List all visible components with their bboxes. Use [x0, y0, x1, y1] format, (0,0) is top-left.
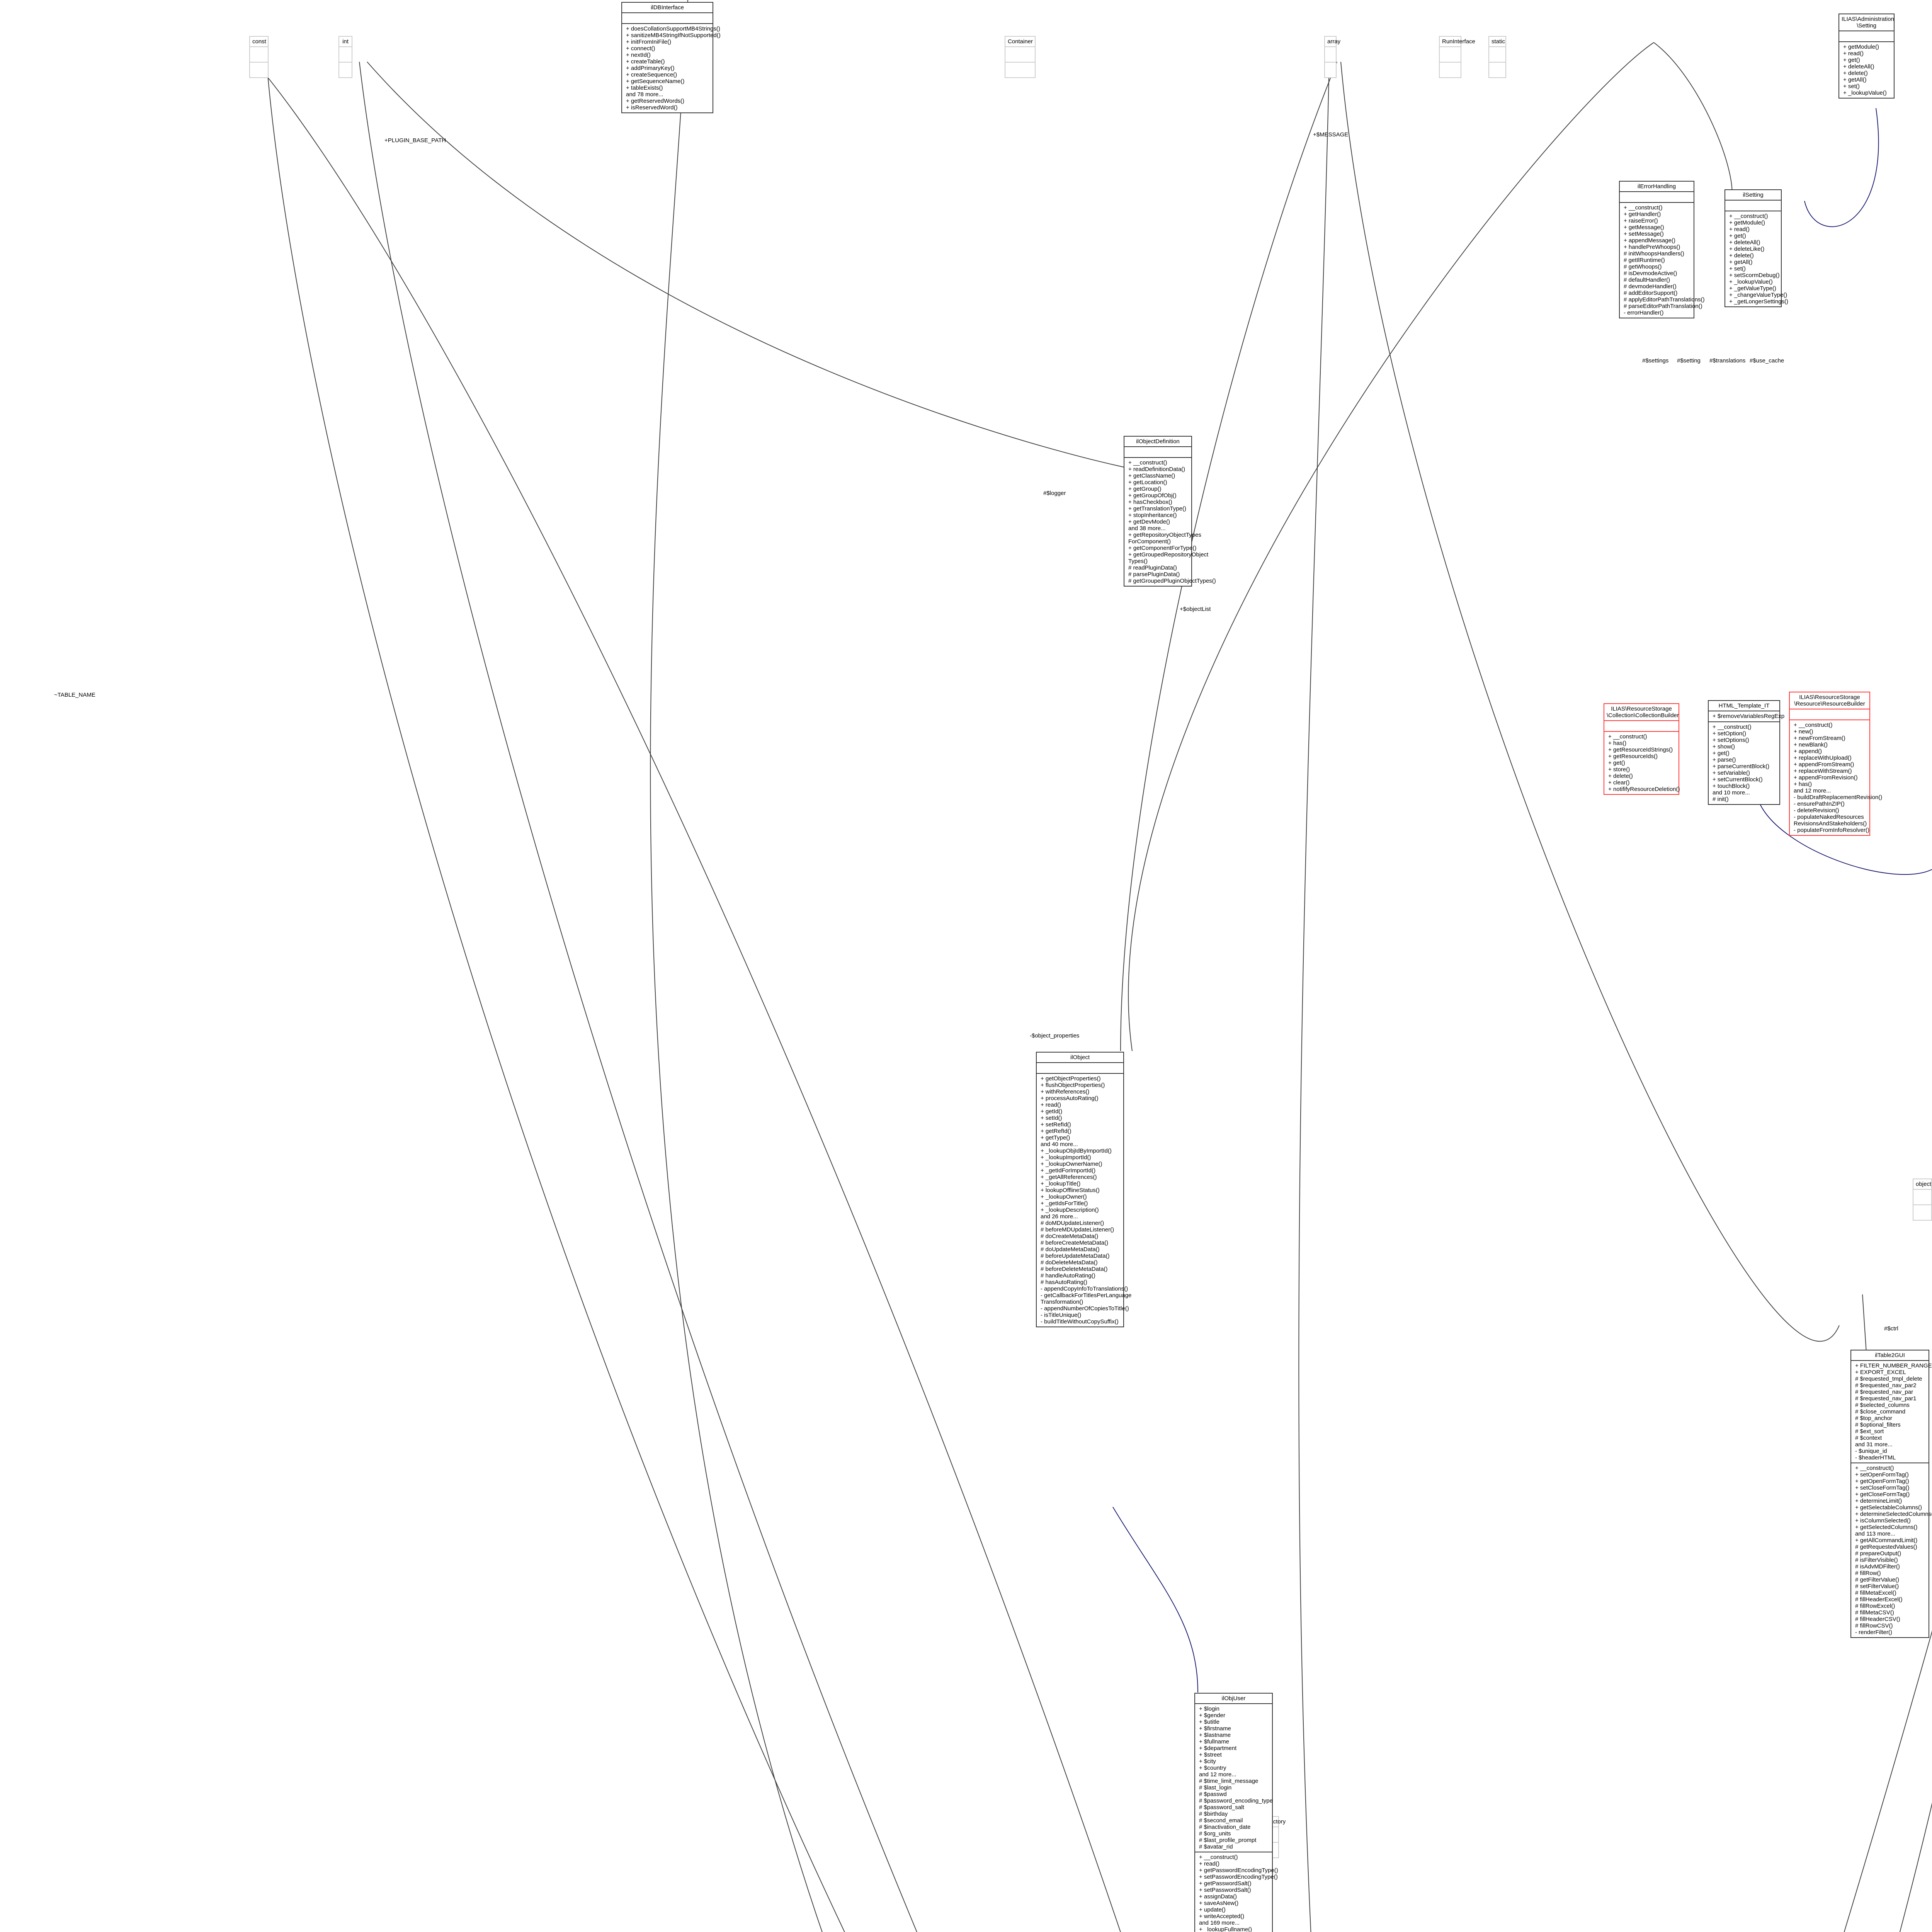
node-title: ilObject [1070, 1054, 1090, 1061]
stub-container[interactable]: Container [1005, 36, 1036, 78]
class-ilobjuser[interactable]: ilObjUser + $login + $gender + $utitle +… [1194, 1693, 1278, 1932]
class-resource-builder[interactable]: ILIAS\ResourceStorage \Resource\Resource… [1789, 692, 1882, 836]
edge-label: #$translations [1709, 357, 1746, 364]
stub-object[interactable]: object [1913, 1179, 1932, 1221]
node-attributes [1725, 200, 1781, 211]
node-methods: + __construct() + read() + getPasswordEn… [1195, 1852, 1278, 1932]
class-ilobject[interactable]: ilObject + getObjectProperties() + flush… [1036, 1052, 1131, 1327]
node-methods: + __construct() + readDefinitionData() +… [1124, 457, 1216, 586]
node-title: HTML_Template_IT [1718, 702, 1770, 709]
node-methods [339, 62, 352, 77]
node-attributes [1037, 1062, 1123, 1073]
node-attributes [1620, 191, 1694, 202]
stub-int[interactable]: int [338, 36, 352, 78]
node-attributes [622, 12, 713, 23]
node-title: ilObjectDefinition [1136, 438, 1180, 445]
node-methods: + __construct() + setOpenFormTag() + get… [1851, 1463, 1932, 1637]
edge-label: +$objectList [1180, 606, 1211, 612]
class-ilsetting[interactable]: ilSetting + __construct() + getModule() … [1725, 189, 1788, 307]
node-title: RunInterface [1442, 38, 1475, 45]
class-ilerrorhandling[interactable]: ilErrorHandling + __construct() + getHan… [1619, 181, 1705, 318]
node-attributes [1790, 709, 1869, 719]
node-title: ilDBInterface [651, 4, 684, 11]
node-attributes [1440, 46, 1461, 62]
stub-const[interactable]: const [249, 36, 269, 78]
node-methods: + doesCollationSupportMB4Strings() + san… [622, 23, 721, 112]
class-html-template-it[interactable]: HTML_Template_IT + $removeVariablesRegEx… [1708, 700, 1784, 805]
node-methods: + __construct() + setOption() + setOptio… [1709, 721, 1779, 804]
stub-static[interactable]: static [1488, 36, 1506, 78]
node-methods: + getObjectProperties() + flushObjectPro… [1037, 1073, 1131, 1327]
node-attributes [1124, 446, 1191, 457]
node-methods [1005, 62, 1035, 77]
node-title: ilTable2GUI [1875, 1352, 1905, 1359]
node-title: ilSetting [1743, 192, 1764, 198]
node-title: array [1327, 38, 1341, 45]
node-methods [1489, 62, 1505, 77]
class-ildbinterface[interactable]: ilDBInterface + doesCollationSupportMB4S… [621, 2, 721, 113]
node-attributes: + $login + $gender + $utitle + $firstnam… [1195, 1703, 1273, 1852]
node-methods [1440, 62, 1461, 77]
edge-label: #$settings [1642, 357, 1669, 364]
node-title: object [1916, 1181, 1932, 1187]
node-attributes [1604, 720, 1679, 731]
edge-label: #$ctrl [1884, 1325, 1898, 1332]
node-title: ilObjUser [1221, 1695, 1246, 1702]
class-iltable2gui[interactable]: ilTable2GUI + FILTER_NUMBER_RANGE + EXPO… [1850, 1350, 1932, 1638]
edge-label: #$use_cache [1750, 357, 1784, 364]
node-methods: + __construct() + new() + newFromStream(… [1790, 719, 1882, 835]
node-methods [250, 62, 268, 77]
node-title: ILIAS\ResourceStorage \Collection\Collec… [1607, 706, 1679, 719]
stub-array[interactable]: array [1324, 36, 1341, 78]
node-attributes: + $removeVariablesRegExp [1709, 711, 1784, 721]
node-methods [1913, 1204, 1931, 1220]
class-ilobjectdefinition[interactable]: ilObjectDefinition + __construct() + rea… [1124, 436, 1216, 587]
node-attributes [1005, 46, 1035, 62]
edge-label: #$logger [1043, 490, 1066, 497]
edge-label: ~TABLE_NAME [54, 692, 95, 698]
class-resource-collection-builder[interactable]: ILIAS\ResourceStorage \Collection\Collec… [1604, 703, 1680, 795]
node-title: static [1492, 38, 1505, 45]
edge-label: #$setting [1677, 357, 1701, 364]
node-title: ILIAS\Administration \Setting [1842, 16, 1894, 29]
edge-label: +PLUGIN_BASE_PATH [384, 137, 446, 144]
node-attributes [1325, 46, 1336, 62]
node-title: ilErrorHandling [1637, 183, 1676, 190]
node-methods: + __construct() + has() + getResourceIdS… [1604, 731, 1680, 794]
edge-label: +$MESSAGE [1313, 131, 1349, 138]
class-administration-setting[interactable]: ILIAS\Administration \Setting + getModul… [1838, 14, 1895, 99]
node-attributes [339, 46, 352, 62]
node-title: ILIAS\ResourceStorage \Resource\Resource… [1794, 694, 1865, 707]
node-methods: + __construct() + getHandler() + raiseEr… [1620, 202, 1705, 318]
edge-label: -$object_properties [1030, 1032, 1080, 1039]
stub-runinterface[interactable]: RunInterface [1439, 36, 1475, 78]
node-attributes [1913, 1189, 1931, 1204]
node-title: Container [1008, 38, 1033, 45]
node-methods: + __construct() + getModule() + read() +… [1725, 211, 1788, 306]
node-methods [1325, 62, 1336, 77]
node-title: const [252, 38, 266, 45]
node-methods: + getModule() + read() + get() + deleteA… [1839, 41, 1894, 98]
node-attributes [250, 46, 268, 62]
node-attributes [1489, 46, 1505, 62]
node-title: int [342, 38, 349, 45]
node-attributes [1839, 31, 1894, 41]
node-attributes: + FILTER_NUMBER_RANGE + EXPORT_EXCEL # $… [1851, 1360, 1932, 1463]
